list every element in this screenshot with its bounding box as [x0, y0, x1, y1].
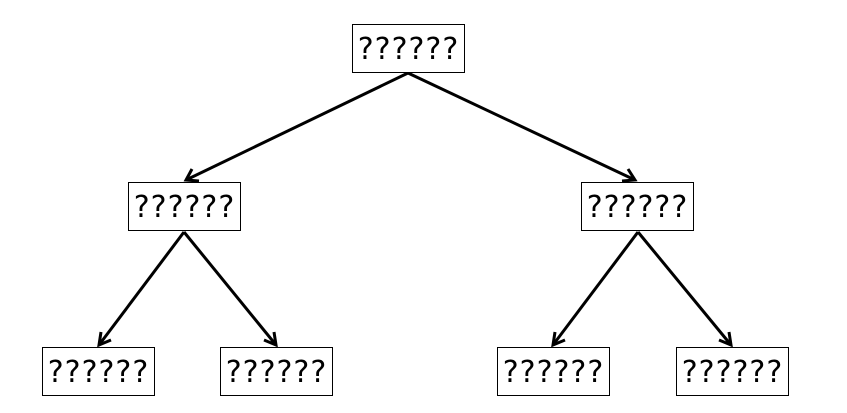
- edge-right-rightleft: [551, 231, 640, 346]
- edge-left-leftright: [182, 231, 278, 346]
- node-right-right-box: [676, 347, 789, 396]
- arrowhead-left-leftright: [263, 331, 278, 348]
- arrowhead-root-right: [621, 168, 638, 183]
- edge-root-right: [407, 71, 636, 182]
- node-left-left-box: [42, 347, 155, 396]
- edge-right-rightright: [636, 231, 733, 346]
- node-left-left: ??????: [42, 347, 155, 396]
- node-left-right: ??????: [220, 347, 333, 396]
- node-right-box: [581, 182, 694, 231]
- edge-root-left: [185, 71, 409, 182]
- node-left-right-label: ??????: [226, 355, 328, 390]
- node-right-left-box: [497, 347, 610, 396]
- node-left-left-label: ??????: [48, 355, 150, 390]
- node-left-right-box: [220, 347, 333, 396]
- arrowhead-right-rightleft: [551, 331, 566, 348]
- arrowhead-root-left: [183, 168, 200, 183]
- arrowhead-left-leftleft: [97, 331, 112, 348]
- node-root-label: ??????: [358, 32, 460, 67]
- node-right-right: ??????: [676, 347, 789, 396]
- edge-left-leftleft: [97, 231, 186, 346]
- node-right: ??????: [581, 182, 694, 231]
- node-right-label: ??????: [587, 190, 689, 225]
- edges: [97, 71, 733, 348]
- arrowhead-right-rightright: [718, 331, 733, 348]
- node-left-box: [128, 182, 241, 231]
- node-right-right-label: ??????: [682, 355, 784, 390]
- node-right-left-label: ??????: [503, 355, 605, 390]
- node-root-box: [352, 24, 465, 73]
- node-root: ??????: [352, 24, 465, 73]
- node-left-label: ??????: [134, 190, 236, 225]
- node-left: ??????: [128, 182, 241, 231]
- node-right-left: ??????: [497, 347, 610, 396]
